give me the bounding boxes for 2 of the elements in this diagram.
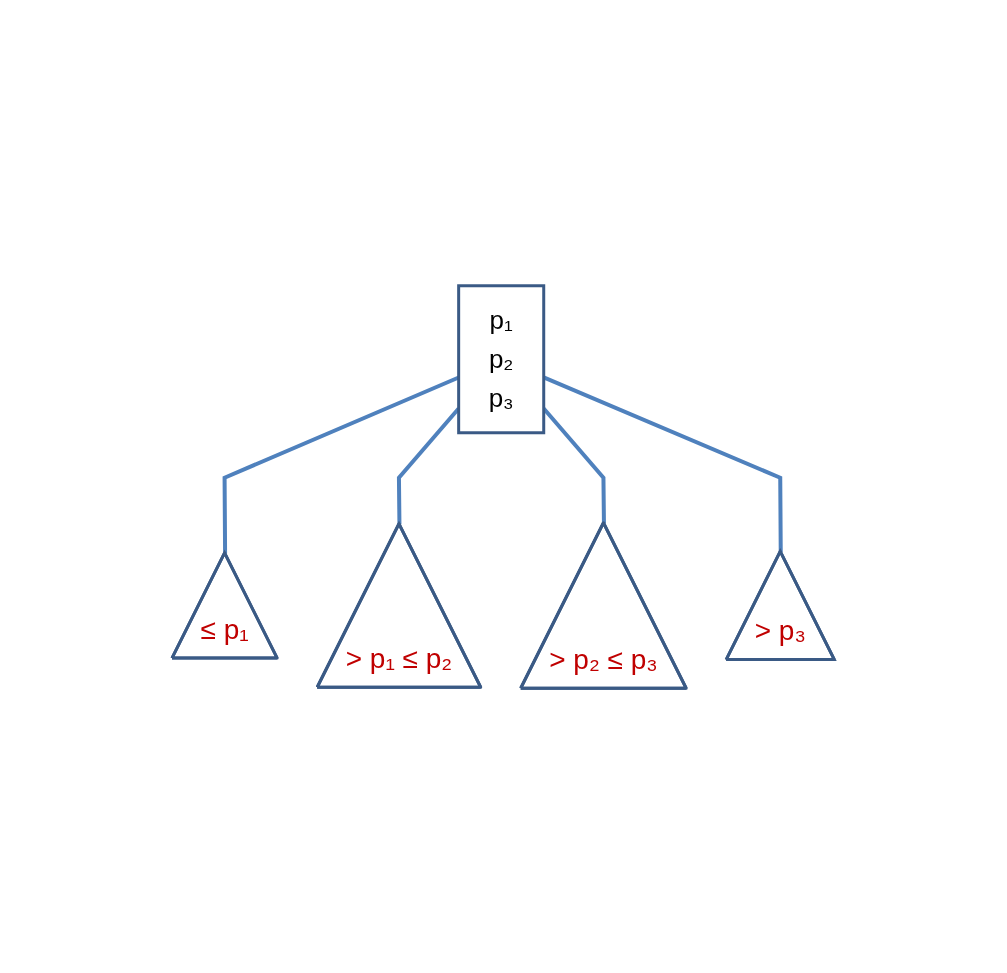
connector	[222, 375, 460, 553]
node-box: p₁ p₂ p₃	[457, 283, 546, 434]
